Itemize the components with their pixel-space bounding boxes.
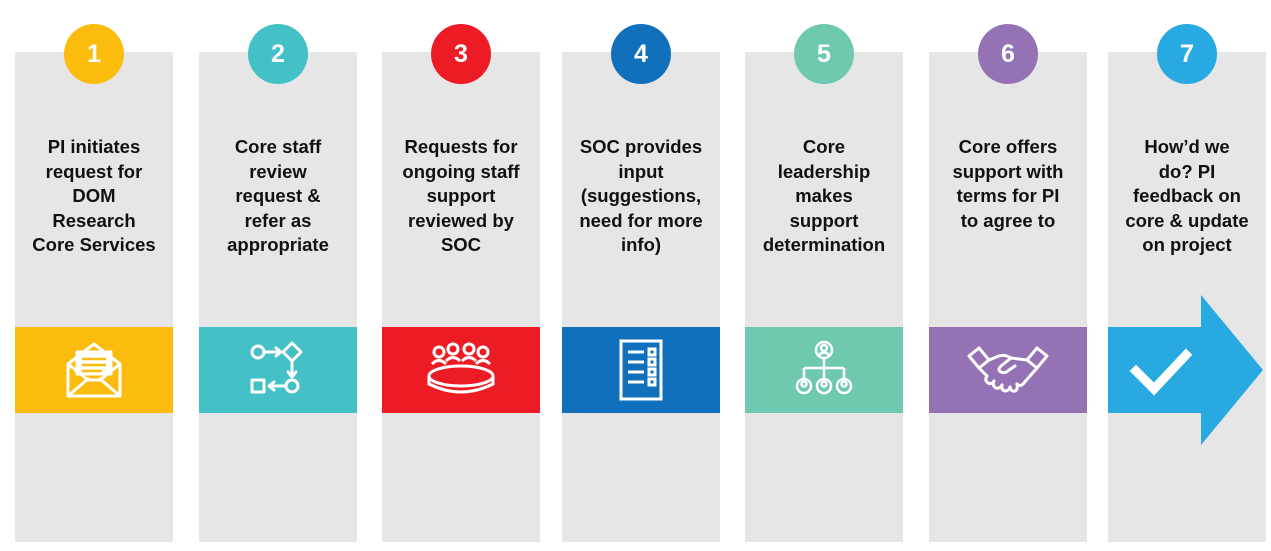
org-chart-icon [795,340,853,395]
step-description: SOC provides input (suggestions, need fo… [579,136,703,255]
step-number-badge: 4 [611,24,671,84]
step-icon-band [1108,295,1268,450]
step-card [745,52,903,542]
step-number-badge: 1 [64,24,124,84]
step-number-badge: 7 [1157,24,1217,84]
step-7: 7 How’d we do? PI feedback on core & upd… [1108,0,1266,551]
step-number-badge: 5 [794,24,854,84]
checkmark-icon [1129,348,1193,396]
step-card [15,52,173,542]
step-icon-band [929,327,1087,413]
step-card [1108,52,1266,542]
step-description: How’d we do? PI feedback on core & updat… [1125,136,1249,255]
step-6: 6 Core offers support with terms for PI … [929,0,1087,551]
step-1: 1 PI initiates request for DOM Research … [15,0,173,551]
step-icon-band [382,327,540,413]
step-3: 3 Requests for ongoing staff support rev… [382,0,540,551]
checklist-icon [619,339,663,401]
step-description: Core staff review request & refer as app… [227,136,329,255]
step-5: 5 Core leadership makes support determin… [745,0,903,551]
step-card [382,52,540,542]
step-number-badge: 2 [248,24,308,84]
step-number-badge: 6 [978,24,1038,84]
step-2: 2 Core staff review request & refer as a… [199,0,357,551]
step-description: Core leadership makes support determinat… [762,136,886,255]
step-description: Core offers support with terms for PI to… [952,136,1064,231]
step-card [929,52,1087,542]
step-icon-band [562,327,720,413]
step-icon-band [745,327,903,413]
step-card [199,52,357,542]
step-icon-band [15,327,173,413]
step-4: 4 SOC provides input (suggestions, need … [562,0,720,551]
step-icon-band [199,327,357,413]
step-description: Requests for ongoing staff support revie… [402,136,520,255]
step-card [562,52,720,542]
workflow-icon [250,341,303,394]
handshake-icon [967,346,1049,393]
step-number-badge: 3 [431,24,491,84]
envelope-icon [66,342,122,398]
meeting-table-icon [427,342,495,394]
step-description: PI initiates request for DOM Research Co… [32,136,156,255]
